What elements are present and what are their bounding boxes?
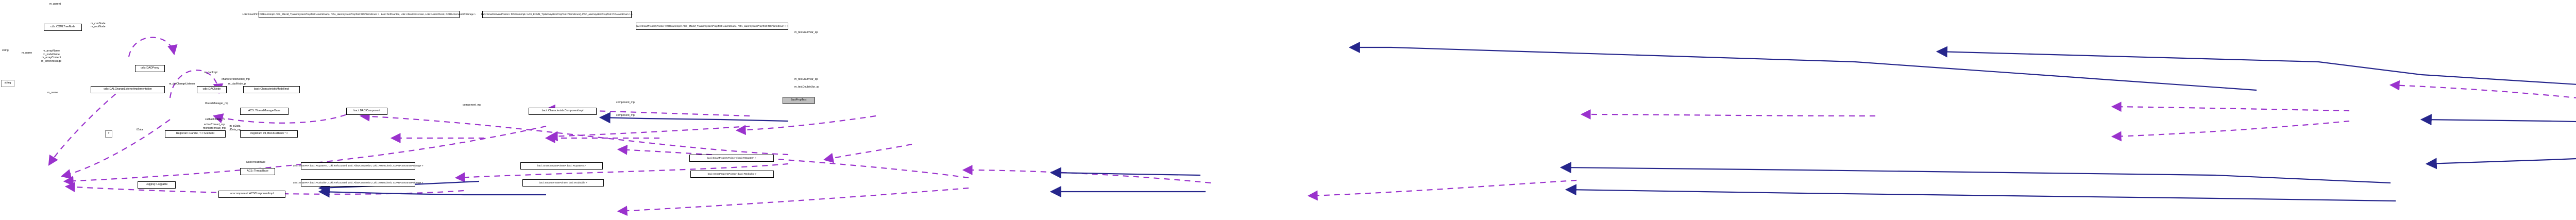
- node-baci-smartpropertypointer-roenumimpl[interactable]: baci::SmartPropertyPointer< ROEnumImpl< …: [636, 23, 788, 30]
- edge-label-m-testdoublevar-sp: m_testDoubleVar_sp: [794, 86, 820, 89]
- node-registrar-handle-t-element[interactable]: Registrar< Handle, T >::Element: [165, 130, 226, 138]
- node-baci-smartpropertypointer-ropattern[interactable]: baci::SmartPropertyPointer< baci::ROpatt…: [689, 155, 774, 162]
- edge-label-m-daoimpl: m_daoImpl: [204, 71, 217, 74]
- node-loki-smartptr-ropattern[interactable]: Loki::SmartPtr< baci::ROpattern , Loki::…: [293, 162, 423, 170]
- attr-list-cxmltreenode: m_arrayName m_nodeName m_arrayContent m_…: [41, 49, 62, 63]
- edge-label-callbacktable-m: callbackTable_m: [205, 118, 225, 121]
- node-baci-characteristiccomponentimpl[interactable]: baci::CharacteristicComponentImpl: [529, 108, 597, 115]
- edge-label-tdata: tData: [137, 128, 143, 131]
- node-bacisproptest-focus[interactable]: BaciPropTest: [783, 97, 815, 104]
- node-baci-smartservantpointer-ropattern[interactable]: baci::SmartServantPointer< baci::ROpatte…: [520, 162, 603, 170]
- node-baci-smartservantpointer-rodouble[interactable]: baci::SmartServantPointer< baci::ROdoubl…: [522, 179, 604, 187]
- edge-label-m-currnode-rootnode: m_currNode m_rootNode: [91, 22, 106, 28]
- edge-label-m-dalchangelistener: m_dalChangeListener: [169, 82, 195, 86]
- node-string[interactable]: string: [1, 80, 14, 87]
- node-cdb-daonode[interactable]: cdb::DAONode: [197, 86, 227, 93]
- edge-label-component-mp-c: component_mp: [616, 114, 635, 117]
- node-logging-loggable[interactable]: Logging::Loggable: [138, 181, 176, 189]
- node-loki-smartptr-roenumimpl[interactable]: Loki::SmartPtr< ROEnumImpl< ACS_ENUM_T(a…: [243, 11, 476, 18]
- edge-label-action-monitor-thread: actionThread_mp monitorThread_mp: [203, 123, 226, 130]
- edge-label-component-mp-b: component_mp: [616, 101, 635, 104]
- node-baci-bacicomponent[interactable]: baci::BACIComponent: [346, 108, 387, 115]
- edge-label-m-pdata: m_pData pData_mp: [229, 125, 241, 131]
- edge-label-m-testenumvar-sp-b: m_testEnumVar_sp: [794, 78, 818, 81]
- node-acscomponent-acscomponentimpl[interactable]: acscomponent::ACSComponentImpl: [218, 191, 285, 198]
- node-cdb-daoproxy[interactable]: cdb::DAOProxy: [135, 65, 165, 72]
- node-baci-smartservantpointer-roenumimpl[interactable]: baci::SmartServantPointer< ROEnumImpl< A…: [481, 11, 633, 18]
- node-cdb-cxmltreenode[interactable]: cdb::CXMLTreeNode: [44, 24, 82, 31]
- node-baci-characteristicmodelimpl[interactable]: baci::CharacteristicModelImpl: [243, 86, 300, 93]
- edge-label-m-daonode-p: m_daoNode_p: [228, 82, 246, 86]
- edge-label-m-testenumvar-sp-a: m_testEnumVar_sp: [794, 31, 818, 34]
- node-loki-smartptr-rodouble[interactable]: Loki::SmartPtr< baci::ROdouble , Loki::R…: [293, 179, 423, 187]
- edge-label-characteristicmodel-mp: characteristicModel_mp: [222, 78, 250, 81]
- node-acs-threadmanagerbase[interactable]: ACS::ThreadManagerBase: [240, 108, 289, 115]
- edge-label-nullthreadbase: NullThreadBase: [246, 161, 266, 164]
- node-registrar-int-bacicallback[interactable]: Registrar< int, BACICallback * >: [240, 130, 298, 138]
- edge-label-threadmanager-mp: threadManager_mp: [205, 102, 229, 105]
- usage-edges: [48, 37, 2576, 216]
- edge-label-m-name-a: m_name: [22, 52, 32, 55]
- node-t[interactable]: T: [105, 130, 112, 138]
- edge-label-m-parent: m_parent: [49, 3, 61, 6]
- node-baci-smartpropertypointer-rodouble[interactable]: baci::SmartPropertyPointer< baci::ROdoub…: [690, 171, 774, 178]
- inheritance-edges: [318, 42, 2576, 202]
- node-cdb-dalchangelistenerimplementation[interactable]: cdb::DALChangeListenerImplementation: [91, 86, 165, 93]
- edge-label-m-name-b: m_name: [47, 91, 58, 94]
- edge-label-string-left: string: [2, 49, 9, 52]
- node-acs-threadbase[interactable]: ACS::ThreadBase: [240, 168, 275, 175]
- edge-label-component-mp-a: component_mp: [463, 104, 481, 107]
